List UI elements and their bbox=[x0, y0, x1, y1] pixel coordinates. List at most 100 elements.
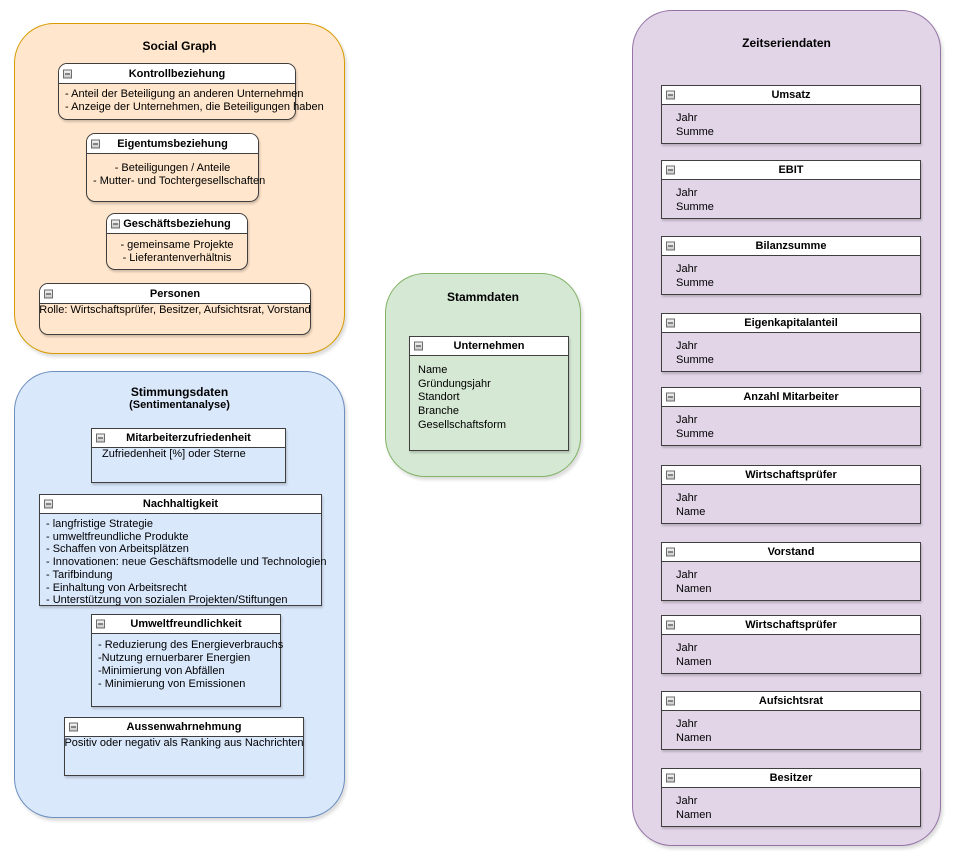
attribute-line: Summe bbox=[676, 277, 714, 289]
attribute-line: - Lieferantenverhältnis bbox=[122, 252, 232, 264]
node-body: Jahr Summe bbox=[662, 407, 920, 441]
attribute-line: Jahr bbox=[676, 187, 698, 199]
node-geschaeftsbeziehung[interactable]: Geschäftsbeziehung - gemeinsame Projekte… bbox=[106, 213, 248, 270]
node-anzahl-mitarbeiter[interactable]: Anzahl Mitarbeiter Jahr Summe bbox=[661, 387, 921, 446]
attribute-line: Summe bbox=[676, 201, 714, 213]
collapse-icon[interactable] bbox=[666, 547, 675, 557]
attribute-line: Namen bbox=[676, 583, 712, 595]
attribute-line: Rolle: Wirtschaftsprüfer, Besitzer, Aufs… bbox=[39, 304, 311, 316]
node-title: Kontrollbeziehung bbox=[128, 67, 226, 80]
node-header: Wirtschaftsprüfer bbox=[662, 616, 920, 635]
node-wirtschaftspruefer-1[interactable]: Wirtschaftsprüfer Jahr Name bbox=[661, 465, 921, 524]
node-aussenwahrnehmung[interactable]: Aussenwahrnehmung Positiv oder negativ a… bbox=[64, 717, 304, 776]
node-title: Geschäftsbeziehung bbox=[123, 217, 231, 230]
node-header: Vorstand bbox=[662, 543, 920, 562]
node-personen[interactable]: Personen Rolle: Wirtschaftsprüfer, Besit… bbox=[39, 283, 311, 335]
node-title: Bilanzsumme bbox=[755, 240, 827, 252]
node-body: Name Gründungsjahr Standort Branche Gese… bbox=[410, 356, 568, 441]
attribute-line: Jahr bbox=[676, 340, 698, 352]
node-kontrollbeziehung[interactable]: Kontrollbeziehung - Anteil der Beteiligu… bbox=[58, 63, 324, 120]
node-unternehmen[interactable]: Unternehmen Name Gründungsjahr Standort … bbox=[409, 336, 569, 451]
node-body: Jahr Namen bbox=[662, 788, 920, 822]
node-body: - Beteiligungen / Anteile - Mutter- und … bbox=[87, 154, 266, 193]
attribute-line: Jahr bbox=[676, 569, 698, 581]
collapse-icon[interactable] bbox=[666, 165, 675, 175]
node-header: EBIT bbox=[662, 161, 920, 180]
node-header: Umsatz bbox=[662, 86, 920, 105]
attribute-line: - Mutter- und Tochtergesellschaften bbox=[93, 175, 266, 187]
collapse-icon[interactable] bbox=[63, 69, 72, 78]
attribute-line: - Anteil der Beteiligung an anderen Unte… bbox=[65, 88, 304, 100]
collapse-icon[interactable] bbox=[666, 620, 675, 630]
group-stammdaten[interactable]: Stammdaten Unternehmen Name Gründungsjah… bbox=[385, 273, 581, 477]
node-header: Wirtschaftsprüfer bbox=[662, 466, 920, 485]
attribute-line: - Innovationen: neue Geschäftsmodelle un… bbox=[46, 556, 327, 569]
node-bilanzsumme[interactable]: Bilanzsumme Jahr Summe bbox=[661, 236, 921, 295]
collapse-icon[interactable] bbox=[666, 696, 675, 706]
node-header: Aussenwahrnehmung bbox=[65, 718, 303, 737]
node-title: Umsatz bbox=[771, 89, 811, 101]
node-header: Umweltfreundlichkeit bbox=[92, 615, 280, 634]
collapse-icon[interactable] bbox=[666, 470, 675, 480]
collapse-icon[interactable] bbox=[96, 433, 105, 443]
group-title: Stimmungsdaten bbox=[130, 385, 229, 399]
collapse-icon[interactable] bbox=[666, 241, 675, 251]
attribute-line: Summe bbox=[676, 126, 714, 138]
collapse-icon[interactable] bbox=[111, 219, 120, 228]
attribute-line: Name bbox=[418, 364, 448, 376]
group-subtitle: (Sentimentanalyse) bbox=[129, 399, 230, 411]
node-aufsichtsrat[interactable]: Aufsichtsrat Jahr Namen bbox=[661, 691, 921, 750]
collapse-icon[interactable] bbox=[414, 341, 423, 351]
node-title: Eigenkapitalanteil bbox=[744, 317, 838, 329]
collapse-icon[interactable] bbox=[666, 90, 675, 100]
attribute-line: Branche bbox=[418, 405, 459, 418]
attribute-line: - Schaffen von Arbeitsplätzen bbox=[46, 543, 189, 556]
attribute-line: -Minimierung von Abfällen bbox=[98, 665, 225, 677]
collapse-icon[interactable] bbox=[91, 139, 100, 148]
node-vorstand[interactable]: Vorstand Jahr Namen bbox=[661, 542, 921, 601]
node-body: Jahr Namen bbox=[662, 711, 920, 745]
attribute-line: - Einhaltung von Arbeitsrecht bbox=[46, 581, 187, 594]
attribute-line: Summe bbox=[676, 354, 714, 366]
node-body: Jahr Summe bbox=[662, 180, 920, 214]
node-ebit[interactable]: EBIT Jahr Summe bbox=[661, 160, 921, 219]
group-social-graph[interactable]: Social Graph Kontrollbeziehung - Anteil … bbox=[14, 23, 345, 354]
collapse-icon[interactable] bbox=[96, 619, 105, 629]
node-title: EBIT bbox=[778, 164, 804, 176]
collapse-icon[interactable] bbox=[666, 392, 675, 402]
attribute-line: Jahr bbox=[676, 112, 698, 124]
node-title: Besitzer bbox=[769, 772, 813, 784]
node-body: Jahr Summe bbox=[662, 256, 920, 290]
node-besitzer[interactable]: Besitzer Jahr Namen bbox=[661, 768, 921, 827]
attribute-line: Jahr bbox=[676, 492, 698, 504]
group-stimmungsdaten[interactable]: Stimmungsdaten (Sentimentanalyse) Mitarb… bbox=[14, 371, 345, 818]
attribute-line: - Beteiligungen / Anteile bbox=[114, 162, 231, 174]
collapse-icon[interactable] bbox=[666, 773, 675, 783]
node-title: Unternehmen bbox=[453, 340, 525, 352]
attribute-line: Namen bbox=[676, 732, 712, 744]
attribute-line: -Nutzung ernuerbarer Energien bbox=[98, 652, 251, 664]
node-mitarbeiterzufriedenheit[interactable]: Mitarbeiterzufriedenheit Zufriedenheit [… bbox=[91, 428, 286, 483]
node-nachhaltigkeit[interactable]: Nachhaltigkeit - langfristige Strategie … bbox=[39, 494, 327, 606]
node-body: Rolle: Wirtschaftsprüfer, Besitzer, Aufs… bbox=[39, 304, 311, 317]
node-title: Anzahl Mitarbeiter bbox=[743, 391, 839, 403]
node-title: Umweltfreundlichkeit bbox=[130, 618, 242, 630]
node-wirtschaftspruefer-2[interactable]: Wirtschaftsprüfer Jahr Namen bbox=[661, 615, 921, 674]
collapse-icon[interactable] bbox=[44, 499, 53, 509]
attribute-line: Gesellschaftsform bbox=[418, 418, 507, 431]
node-title: Wirtschaftsprüfer bbox=[745, 469, 837, 481]
group-zeitseriendaten[interactable]: Zeitseriendaten Umsatz Jahr Summe EBIT J… bbox=[632, 10, 941, 846]
node-title: Mitarbeiterzufriedenheit bbox=[126, 432, 251, 444]
collapse-icon[interactable] bbox=[666, 318, 675, 328]
node-umsatz[interactable]: Umsatz Jahr Summe bbox=[661, 85, 921, 144]
node-header: Eigentumsbeziehung bbox=[87, 134, 258, 154]
node-body: Positiv oder negativ als Ranking aus Nac… bbox=[64, 737, 304, 750]
node-eigenkapitalanteil[interactable]: Eigenkapitalanteil Jahr Summe bbox=[661, 313, 921, 372]
collapse-icon[interactable] bbox=[44, 289, 53, 298]
attribute-line: Positiv oder negativ als Ranking aus Nac… bbox=[64, 737, 304, 749]
node-umweltfreundlichkeit[interactable]: Umweltfreundlichkeit - Reduzierung des E… bbox=[91, 614, 283, 707]
node-header: Besitzer bbox=[662, 769, 920, 788]
node-eigentumsbeziehung[interactable]: Eigentumsbeziehung - Beteiligungen / Ant… bbox=[86, 133, 266, 202]
node-header: Geschäftsbeziehung bbox=[107, 214, 247, 234]
collapse-icon[interactable] bbox=[69, 722, 78, 732]
